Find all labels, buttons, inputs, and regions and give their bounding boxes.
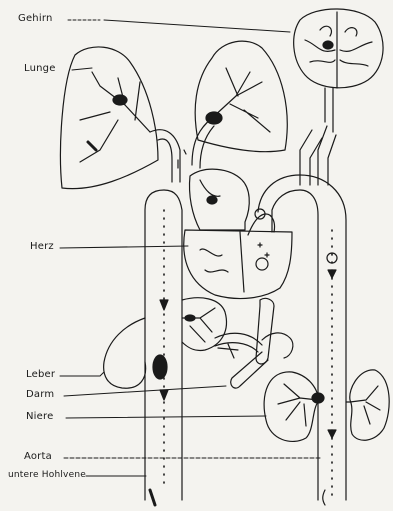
label-aorta: Aorta (24, 451, 52, 462)
aorta-vessel (258, 175, 346, 505)
right-lung-illustration (195, 41, 287, 152)
left-lung-illustration (61, 47, 158, 189)
intestine-illustration (215, 298, 293, 388)
heart-illustration (184, 169, 292, 298)
label-liver: Leber (26, 369, 55, 380)
label-heart: Herz (30, 241, 54, 252)
label-lung: Lunge (24, 63, 56, 74)
label-brain: Gehirn (18, 13, 53, 24)
label-kidney: Niere (26, 411, 53, 422)
left-kidney-illustration (264, 372, 324, 442)
right-kidney-illustration (346, 370, 389, 440)
pulmonary-vessels (150, 118, 214, 182)
label-intestine: Darm (26, 389, 54, 400)
brain-illustration (294, 9, 383, 132)
neck-vessels (300, 126, 336, 185)
label-inferior-vena-cava: untere Hohlvene (8, 470, 86, 480)
